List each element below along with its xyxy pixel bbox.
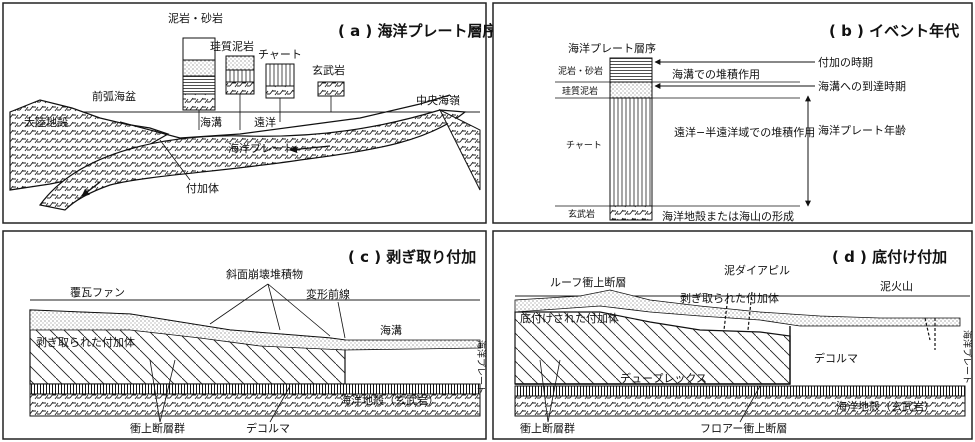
label-oceanic-crust-d: 海洋地殻（玄武岩） (836, 399, 935, 413)
label-mid-ocean-ridge: 中央海嶺 (416, 93, 460, 107)
label-crust-formation: 海洋地殻または海山の形成 (662, 209, 794, 223)
column-mudstone-sandstone (182, 37, 216, 111)
label-thrusts-d: 衝上断層群 (520, 421, 575, 435)
label-offscraped-c: 剥ぎ取られた付加体 (36, 335, 135, 349)
panel-b-frame (492, 2, 973, 224)
label-thrusts-c: 衝上断層群 (130, 421, 185, 435)
panel-a-title: ( a ) 海洋プレート層序 (338, 22, 498, 40)
panel-c: ( c ) 剥ぎ取り付加 覆瓦ファン 斜面崩壊堆積物 変形前線 海溝 剥ぎ取られ… (2, 230, 487, 440)
leader-line (539, 359, 761, 423)
leader-line (269, 385, 291, 423)
column-chert (265, 63, 295, 99)
label-slope-deposits: 斜面崩壊堆積物 (226, 267, 303, 281)
label-pelagic-deposition-text: 遠洋−半遠洋域での堆積作用 (674, 125, 815, 139)
panel-b: ( b ) イベント年代 海洋プレート層序 泥岩・砂岩 珪質泥岩 チャート 玄武… (492, 2, 973, 224)
left-label-siliceous: 珪質泥岩 (562, 85, 598, 97)
plate-motion-arrow (81, 181, 101, 197)
column-basalt (317, 81, 345, 97)
left-label-mudstone-sandstone: 泥岩・砂岩 (558, 65, 603, 77)
label-mud-volcano: 泥火山 (880, 280, 913, 293)
leader-line (198, 94, 332, 130)
leader-line (209, 283, 331, 337)
mud-volcano (924, 317, 936, 350)
label-trench-arrival: 海溝への到達時期 (818, 79, 906, 93)
label-pelagic: 遠洋 (254, 115, 276, 129)
label-chert: チャート (258, 48, 302, 61)
label-continental-crust: 大陸地殻 (24, 115, 68, 129)
label-roof-thrust: ルーフ衝上断層 (550, 275, 626, 289)
plate-motion-arrow (289, 145, 331, 154)
label-accretion-time: 付加の時期 (818, 56, 873, 69)
label-underplated: 底付けされた付加体 (520, 311, 619, 325)
continental-crust (9, 99, 170, 191)
strat-column-siliceous (609, 81, 653, 99)
label-trench: 海溝 (200, 115, 222, 129)
column-siliceous-mudstone (225, 55, 255, 95)
label-oceanic-plate-d: 海洋プレート (961, 330, 973, 384)
left-label-chert: チャート (566, 140, 602, 151)
label-deformation-front: 変形前線 (306, 287, 350, 301)
strat-column-chert (609, 97, 653, 207)
label-forearc-basin: 前弧海盆 (92, 89, 136, 103)
label-mud-diapir: 泥ダイアピル (724, 263, 790, 277)
label-decollement-d: デコルマ (814, 351, 858, 365)
label-offscraped-d: 剥ぎ取られた付加体 (680, 291, 779, 305)
oceanic-crust-base (29, 393, 481, 417)
panel-c-title: ( c ) 剥ぎ取り付加 (348, 248, 476, 266)
label-oceanic-plate-c: 海洋プレート (475, 340, 487, 394)
ridge-flank (438, 108, 481, 191)
left-label-basalt: 玄武岩 (568, 208, 595, 220)
panel-d: ( d ) 底付け付加 ルーフ衝上断層 泥ダイアピル 泥火山 剥ぎ取られた付加体… (492, 230, 973, 440)
panel-d-title: ( d ) 底付け付加 (832, 248, 947, 266)
label-trench-c: 海溝 (380, 323, 402, 337)
oceanic-crust-c (29, 383, 481, 395)
slope-cover (29, 309, 481, 351)
label-decollement-c: デコルマ (246, 421, 290, 435)
oceanic-plate (38, 109, 467, 211)
label-accretionary-prism: 付加体 (186, 181, 219, 195)
label-cover-fan: 覆瓦ファン (70, 286, 125, 299)
oceanic-crust-d1 (514, 385, 966, 397)
label-trench-deposition: 海溝での堆積作用 (672, 67, 760, 81)
column-title: 海洋プレート層序 (568, 41, 656, 55)
label-oceanic-plate: 海洋プレート (228, 141, 294, 155)
label-floor-thrust: フロアー衝上断層 (700, 421, 787, 435)
oceanic-crust-d2 (514, 395, 966, 417)
label-siliceous-mudstone: 珪質泥岩 (210, 39, 254, 53)
label-plate-age: 海洋プレート年齢 (818, 123, 906, 137)
ocean-floor (119, 94, 451, 139)
leader-line (337, 301, 346, 339)
panel-a: ( a ) 海洋プレート層序 (2, 2, 498, 224)
leader-line (149, 359, 176, 423)
label-basalt: 玄武岩 (312, 63, 345, 77)
label-pelagic-deposition: 遠洋−半遠洋域での堆積作用 (674, 125, 815, 139)
label-mudstone-sandstone: 泥岩・砂岩 (168, 11, 223, 25)
panel-b-title: ( b ) イベント年代 (829, 22, 959, 40)
label-oceanic-crust-c: 海洋地殻（玄武岩） (340, 393, 439, 407)
leader-line (159, 139, 191, 181)
mud-diapir (723, 291, 753, 331)
label-duplex: デュープレックス (620, 371, 707, 385)
offscraped-body (514, 289, 961, 327)
strat-column-basalt (609, 205, 653, 221)
duplex-outline (515, 326, 791, 385)
strat-column-mudstone (609, 57, 653, 83)
